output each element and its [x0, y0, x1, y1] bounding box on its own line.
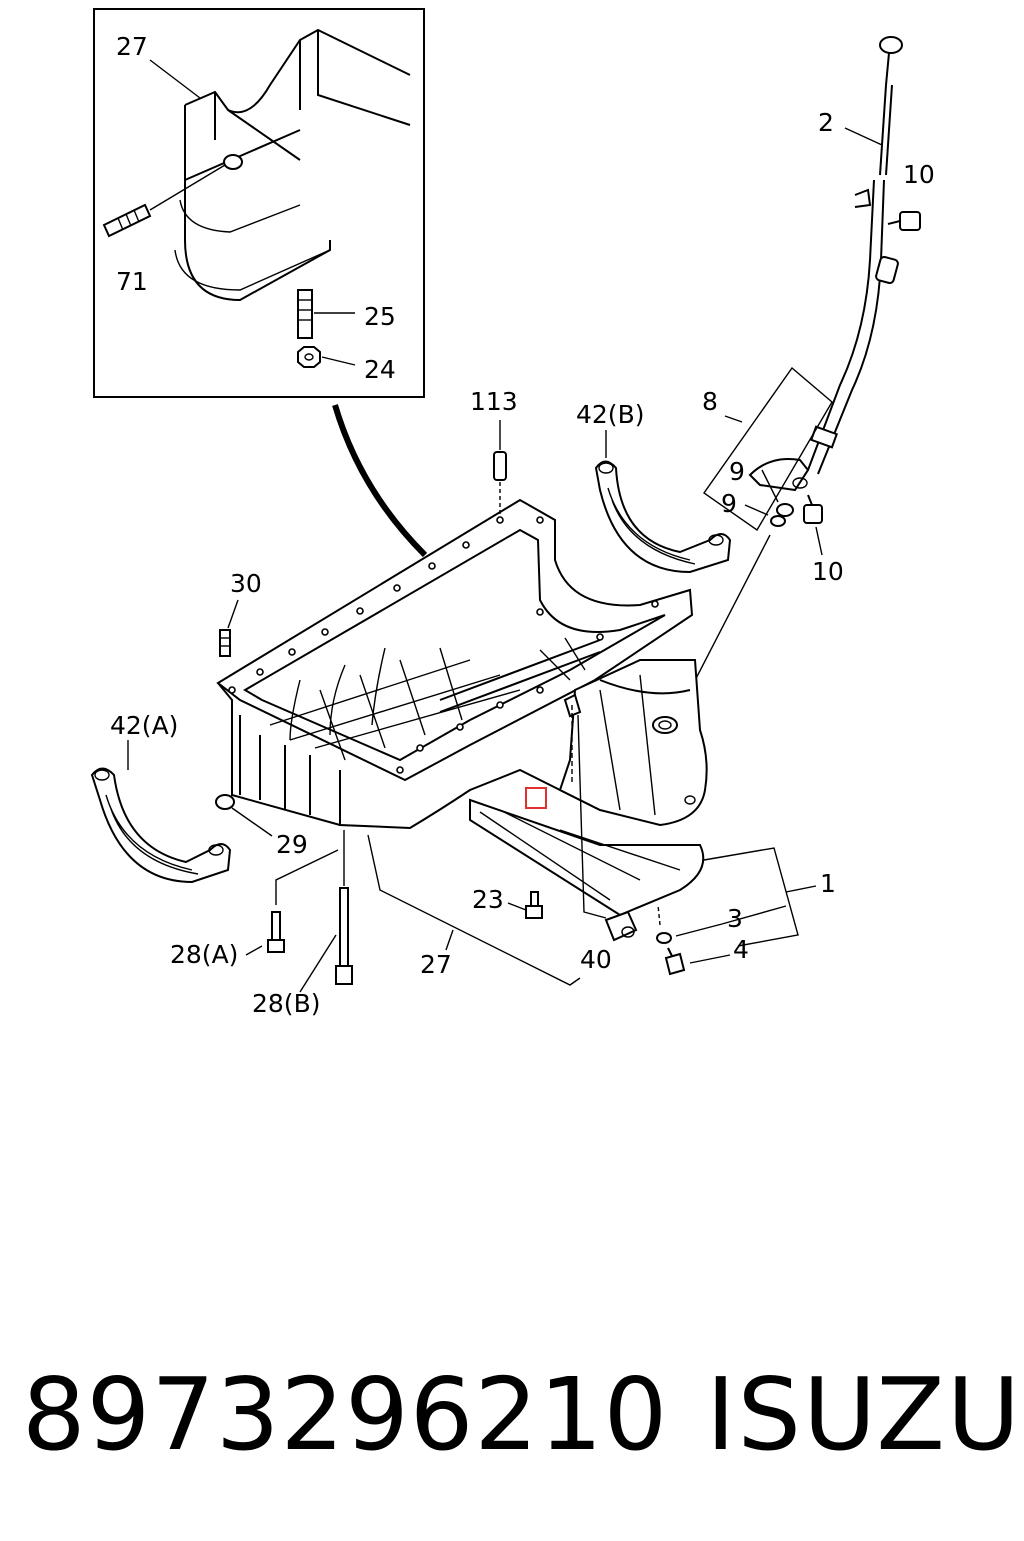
stud-71-icon	[102, 203, 152, 238]
callout-9-upper: 9	[729, 457, 745, 486]
callout-23: 23	[472, 885, 504, 914]
drain-bolt-4-icon	[664, 947, 686, 976]
callout-29: 29	[276, 830, 308, 859]
brand-name: ISUZU	[706, 1356, 1023, 1473]
inset-label-25: 25	[364, 302, 396, 331]
callout-9-lower: 9	[721, 489, 737, 518]
callout-1: 1	[820, 869, 836, 898]
bolt-10-lower-icon	[803, 494, 823, 524]
detail-inset: 27 71 25 24	[93, 8, 425, 398]
callout-30: 30	[230, 569, 262, 598]
stud-25-icon	[297, 289, 313, 339]
callout-8: 8	[702, 387, 718, 416]
washer-3-icon	[656, 932, 672, 944]
callout-40: 40	[580, 945, 612, 974]
bearing-cap-42a-icon	[90, 767, 232, 884]
oil-pan-icon	[216, 498, 708, 917]
bolt-23-icon	[525, 891, 543, 919]
callout-113: 113	[470, 387, 518, 416]
bolt-28b-icon	[335, 887, 353, 985]
nut-29-icon	[215, 794, 235, 810]
dipstick-icon	[748, 36, 903, 492]
bolt-10-upper-icon	[887, 211, 921, 231]
bearing-cap-42b-icon	[594, 460, 732, 574]
callout-10-upper: 10	[903, 160, 935, 189]
callout-27: 27	[420, 950, 452, 979]
highlight-marker	[525, 787, 547, 809]
inset-label-27: 27	[116, 32, 148, 61]
callout-42b: 42(B)	[576, 400, 644, 429]
inset-label-71: 71	[116, 267, 148, 296]
callout-2: 2	[818, 108, 834, 137]
dowel-113-icon	[493, 451, 507, 481]
o-ring-9-icon	[770, 503, 794, 527]
callout-4: 4	[733, 935, 749, 964]
bolt-28a-icon	[267, 911, 285, 953]
part-number: 8973296210	[22, 1356, 669, 1473]
detail-pointer	[332, 404, 428, 558]
callout-10-lower: 10	[812, 557, 844, 586]
footer: 8973296210 ISUZU	[0, 1340, 1024, 1490]
callout-28a: 28(A)	[170, 940, 238, 969]
stud-30-icon	[219, 629, 231, 657]
nut-24-icon	[297, 346, 321, 368]
inset-label-24: 24	[364, 355, 396, 384]
callout-28b: 28(B)	[252, 989, 320, 1018]
callout-3: 3	[727, 904, 743, 933]
callout-42a: 42(A)	[110, 711, 178, 740]
